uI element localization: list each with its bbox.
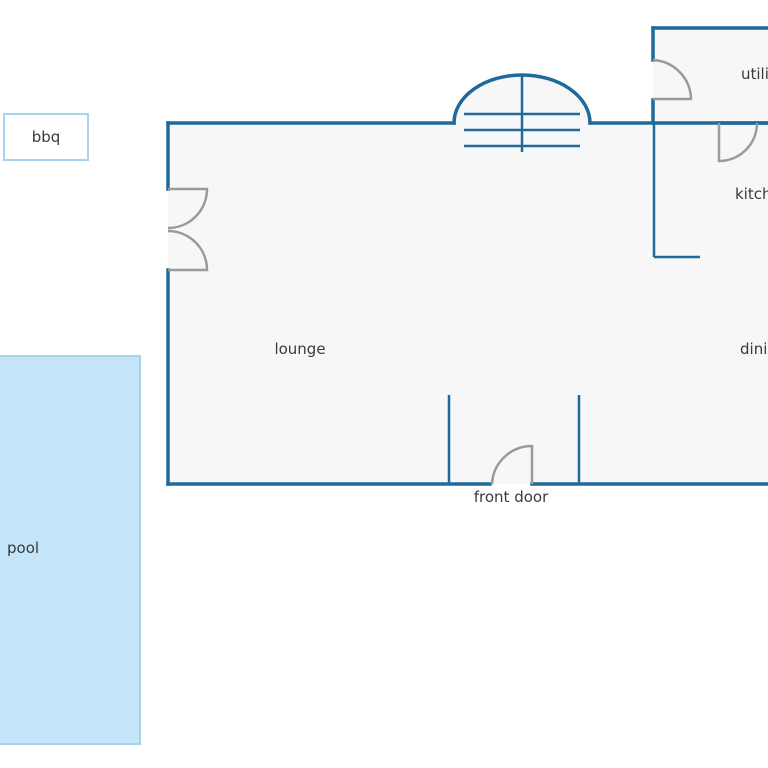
pool-area (0, 355, 141, 745)
label-bbq: bbq (32, 128, 61, 146)
house-floor (168, 123, 768, 484)
room-label-utility: utility (741, 65, 768, 83)
label-pool: pool (7, 539, 39, 557)
utility-floor (653, 28, 768, 123)
kitchen-partition (652, 123, 700, 259)
kitchen-door-swing (717, 122, 759, 163)
french-doors-left (167, 187, 209, 272)
room-label-lounge: lounge (274, 340, 325, 358)
utility-walls (651, 26, 768, 125)
entry-partitions (447, 395, 581, 484)
bbq-area (3, 113, 89, 161)
room-label-kitchen: kitchen (735, 185, 768, 203)
label-front-door: front door (474, 488, 549, 506)
front-door-swing (490, 444, 534, 485)
utility-door-swing (652, 58, 693, 101)
outer-walls (166, 73, 768, 486)
staircase (464, 76, 580, 152)
room-label-dining: dining (740, 340, 768, 358)
